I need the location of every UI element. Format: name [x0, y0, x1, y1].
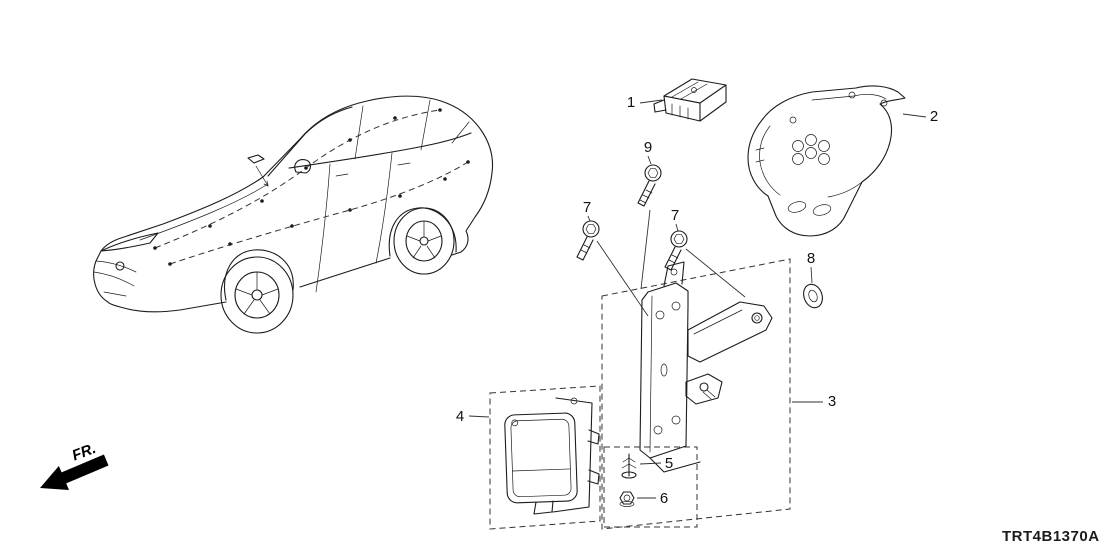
car-door-handles: [335, 162, 411, 177]
part-6-nut: [619, 491, 635, 507]
car-front-door-line: [315, 163, 331, 293]
callout-8: 8: [807, 250, 815, 267]
diagram-code: TRT4B1370A: [1002, 528, 1100, 545]
part-2-cover: [747, 85, 906, 237]
cover-honeycomb: [792, 134, 830, 165]
car-harness-upper: [154, 109, 441, 249]
car-body-outline: [93, 95, 494, 303]
part-5-6-dashed-box: [603, 446, 698, 528]
car-headlight: [100, 232, 159, 252]
callout-2: 2: [930, 108, 938, 125]
car-c-pillar: [420, 99, 431, 151]
callout-3: 3: [828, 393, 836, 410]
car-rear-door-line: [375, 152, 393, 264]
leader-8: [810, 266, 813, 284]
part-3-bracket: [639, 261, 773, 473]
callout-7-left: 7: [583, 199, 591, 216]
car-front-wheel-arch: [224, 249, 294, 301]
callout-7-right: 7: [671, 207, 679, 224]
car-rear-wheel-arch: [388, 207, 457, 257]
callout-6: 6: [660, 490, 668, 507]
leader-7-left: [587, 215, 649, 317]
car-mirror: [294, 159, 312, 174]
car-harness-dots: [153, 108, 470, 266]
car-radar-location-marker: [247, 154, 269, 187]
leader-5: [639, 462, 662, 465]
part-5-clip: [621, 453, 637, 479]
callout-1: 1: [627, 94, 635, 111]
part-7-bolt-right: [664, 230, 688, 271]
leader-7-right: [675, 223, 746, 298]
car-front-wheel: [220, 256, 294, 334]
fr-arrow-icon: [40, 454, 109, 490]
car-windshield: [267, 106, 353, 177]
part-4-radar-module: [504, 397, 600, 515]
car-illustration: [93, 95, 494, 334]
leader-4: [468, 415, 490, 418]
car-rear-wheel: [393, 207, 455, 275]
part-1-radar-unit: [653, 78, 727, 122]
part-4-dashed-box: [489, 385, 601, 530]
leader-9: [640, 155, 652, 290]
car-beltline: [288, 132, 472, 169]
car-sill-line: [299, 257, 391, 288]
callout-4: 4: [456, 408, 464, 425]
part-3-dashed-box: [601, 258, 791, 530]
car-front-lower: [107, 301, 227, 313]
fr-direction-indicator: FR.: [40, 440, 109, 490]
leader-2: [902, 113, 927, 118]
leader-1: [639, 99, 663, 104]
callout-5: 5: [665, 455, 673, 472]
part-9-bolt: [637, 164, 662, 207]
car-rear-glass: [451, 121, 470, 144]
car-b-pillar: [354, 105, 364, 160]
part-7-bolt-left: [576, 220, 600, 261]
car-emblem: [115, 261, 125, 271]
car-hood-crease: [139, 183, 269, 241]
car-grille-lines: [93, 260, 137, 297]
callout-9: 9: [644, 139, 652, 156]
car-harness-lower: [169, 161, 469, 265]
part-8-grommet: [803, 283, 823, 309]
